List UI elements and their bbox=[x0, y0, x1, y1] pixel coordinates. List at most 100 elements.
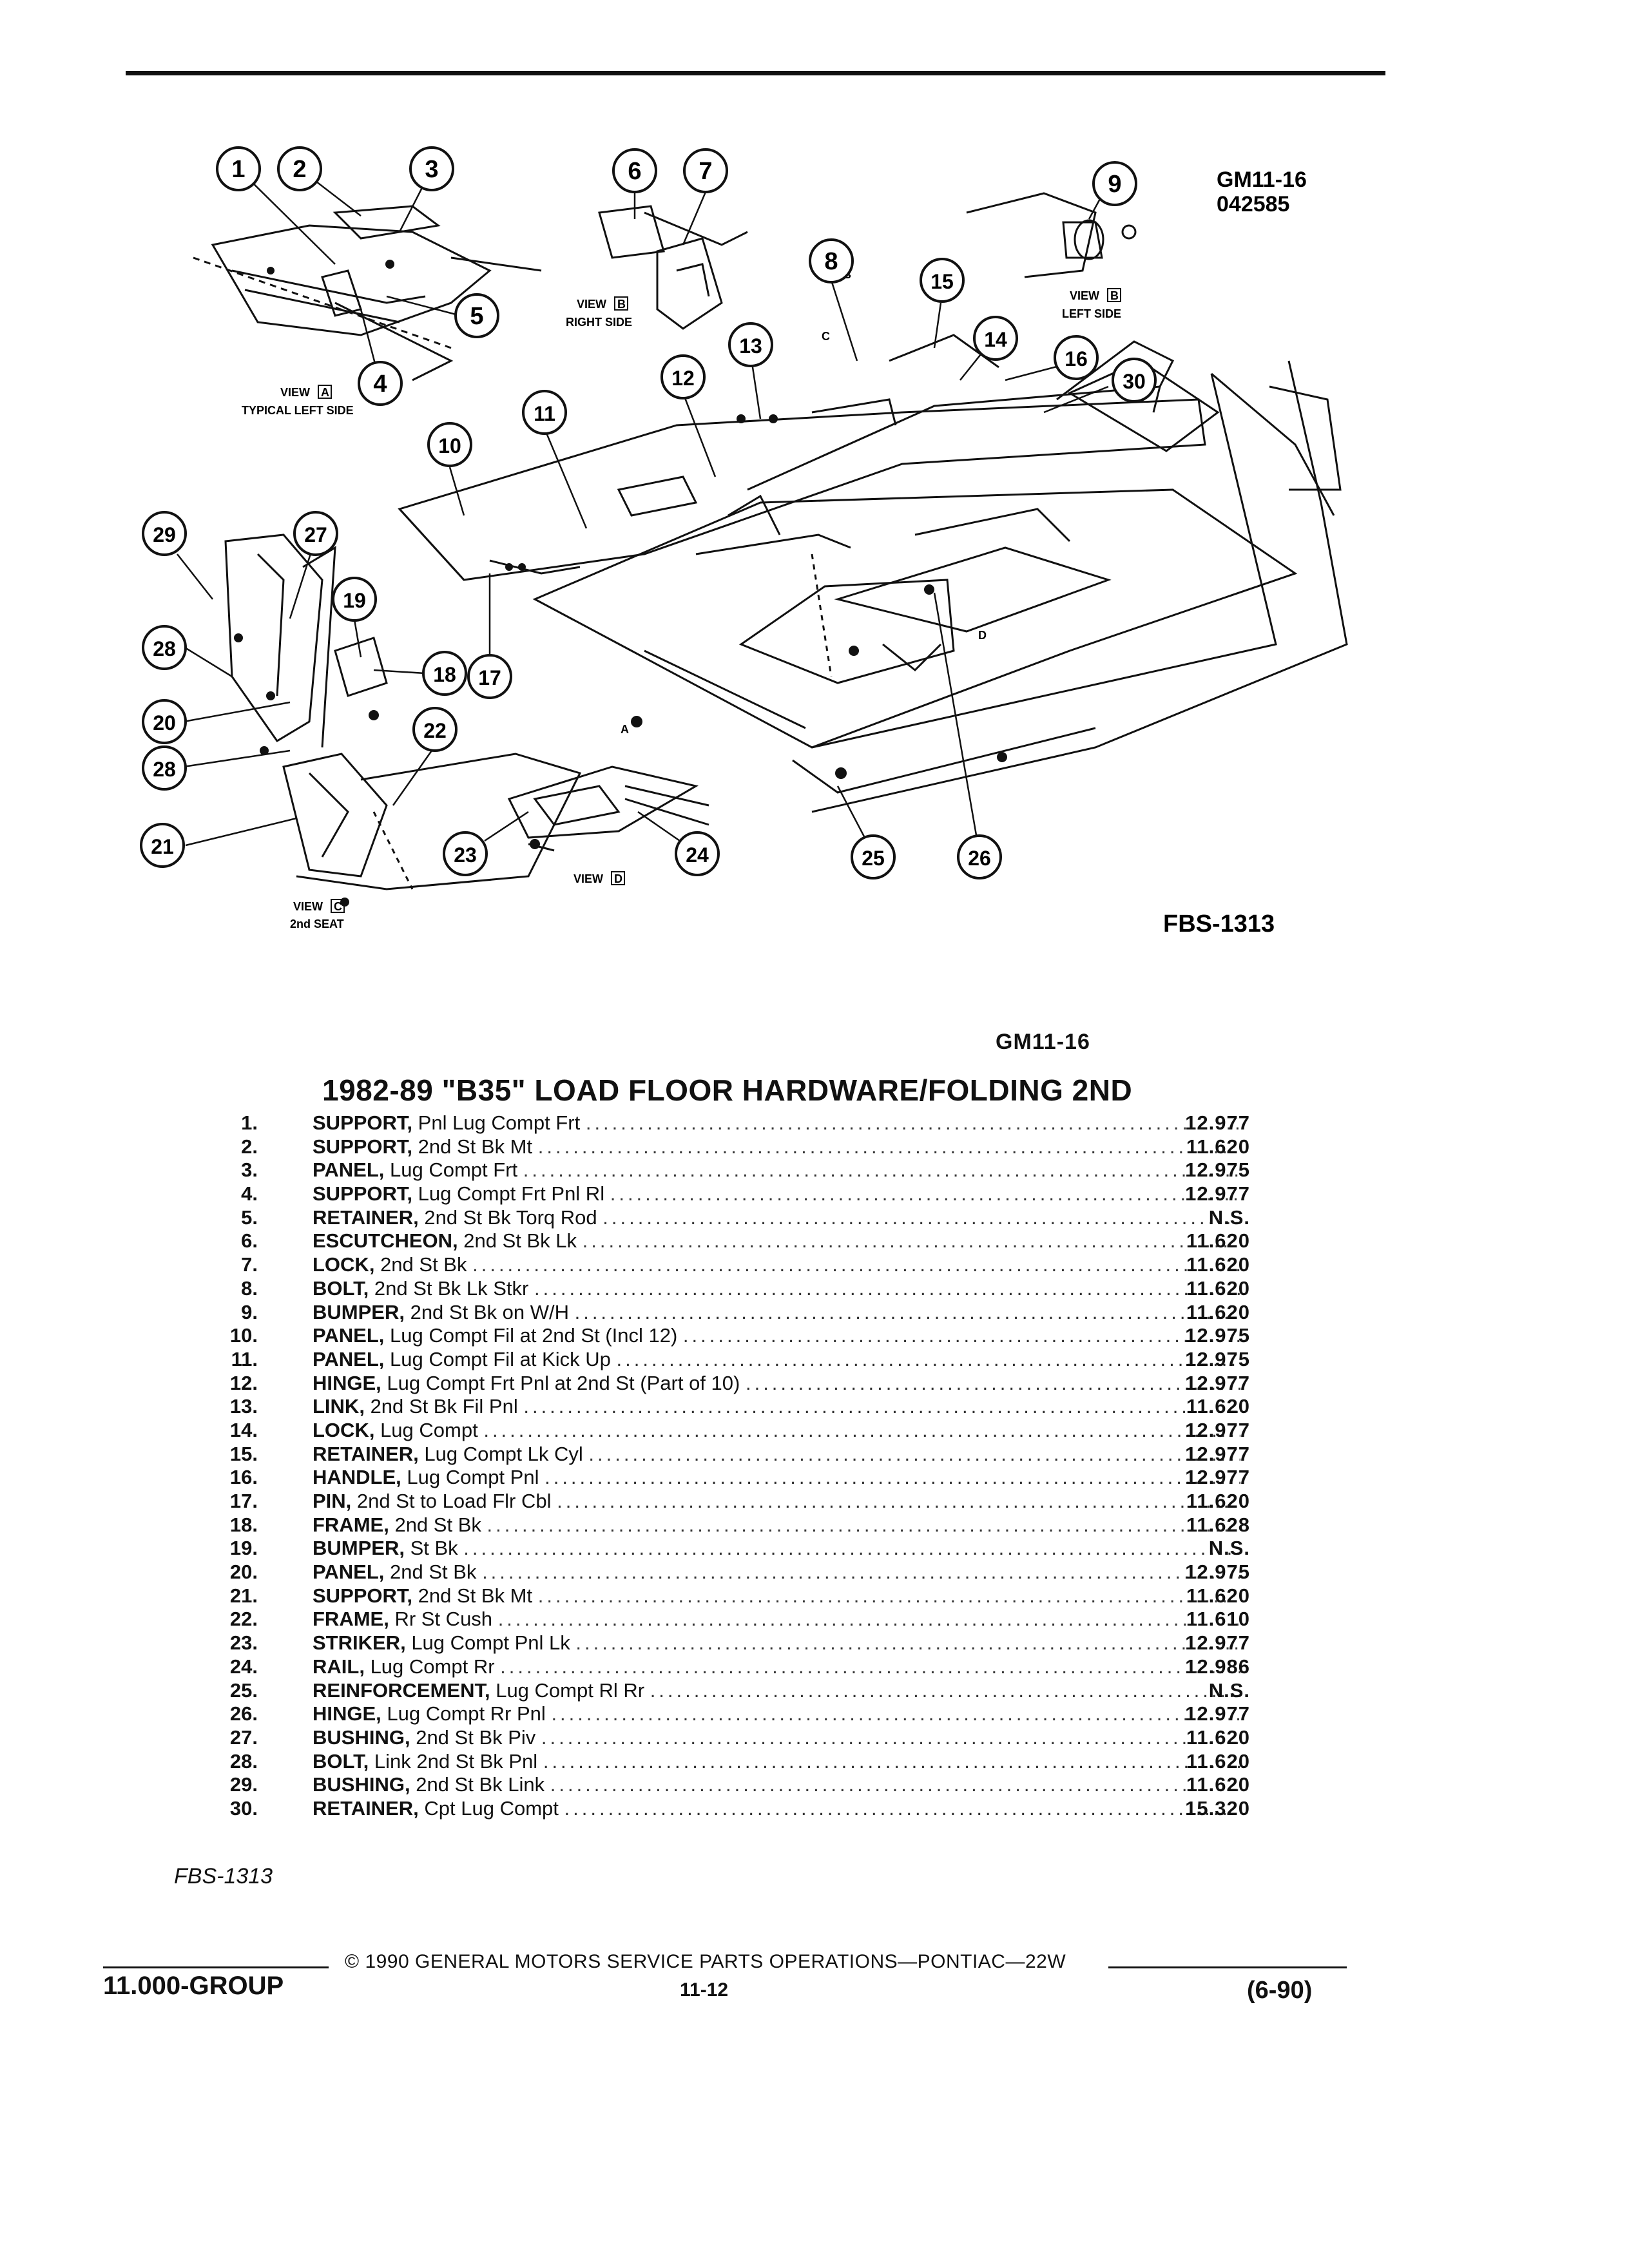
part-row: 30.RETAINER, Cpt Lug Compt .............… bbox=[161, 1796, 1249, 1821]
callout-number: 2 bbox=[293, 156, 306, 183]
leader-dots: ........................................… bbox=[564, 1796, 1240, 1820]
callout-circle bbox=[277, 146, 322, 191]
part-number: 8. bbox=[241, 1276, 258, 1300]
part-description: RETAINER, 2nd St Bk Torq Rod ...........… bbox=[313, 1206, 1240, 1229]
part-description: HINGE, Lug Compt Rr Pnl ................… bbox=[313, 1702, 1240, 1725]
callout-number: 6 bbox=[628, 158, 641, 185]
part-description: BUSHING, 2nd St Bk Piv .................… bbox=[313, 1726, 1240, 1749]
part-description: PANEL, Lug Compt Fil at Kick Up ........… bbox=[313, 1348, 1240, 1371]
part-number: 28. bbox=[229, 1749, 258, 1773]
part-description: PIN, 2nd St to Load Flr Cbl ............… bbox=[313, 1490, 1240, 1513]
leader-dots: ........................................… bbox=[574, 1300, 1240, 1323]
leader-dots: ........................................… bbox=[534, 1276, 1240, 1300]
callout-number: 20 bbox=[153, 711, 176, 735]
part-number: 20. bbox=[229, 1561, 258, 1584]
part-group-number: 11.620 bbox=[1186, 1253, 1250, 1276]
callout-circle bbox=[332, 577, 377, 622]
part-number: 1. bbox=[241, 1111, 258, 1134]
part-detail: Lug Compt Pnl bbox=[407, 1466, 539, 1489]
part-group-number: 12.975 bbox=[1185, 1324, 1250, 1347]
callout-circle bbox=[1112, 358, 1157, 403]
part-description: ESCUTCHEON, 2nd St Bk Lk ...............… bbox=[313, 1229, 1240, 1253]
callout-circle bbox=[467, 654, 512, 699]
part-number: 30. bbox=[229, 1796, 258, 1820]
leader-dots: ........................................… bbox=[543, 1749, 1240, 1773]
leader-dots: ........................................… bbox=[541, 1725, 1240, 1749]
part-row: 2.SUPPORT, 2nd St Bk Mt ................… bbox=[161, 1135, 1249, 1159]
callout-number: 28 bbox=[153, 637, 176, 660]
part-row: 23.STRIKER, Lug Compt Pnl Lk ...........… bbox=[161, 1631, 1249, 1655]
part-group-number: 12.977 bbox=[1185, 1466, 1250, 1489]
part-description: PANEL, 2nd St Bk .......................… bbox=[313, 1561, 1240, 1584]
list-footer-code: FBS-1313 bbox=[174, 1864, 273, 1888]
part-description: BUSHING, 2nd St Bk Link ................… bbox=[313, 1773, 1240, 1796]
part-name: BOLT, bbox=[313, 1749, 369, 1773]
part-description: LOCK, Lug Compt ........................… bbox=[313, 1419, 1240, 1442]
part-detail: 2nd St Bk bbox=[380, 1253, 467, 1276]
leader-dots: ........................................… bbox=[557, 1490, 1240, 1512]
part-group-number: N.S. bbox=[1208, 1537, 1250, 1560]
callout-circle bbox=[660, 354, 706, 399]
view-b-right-drawing bbox=[598, 205, 748, 330]
part-number: 23. bbox=[229, 1631, 258, 1655]
callout-circle bbox=[216, 146, 261, 191]
part-detail: Lug Compt Pnl Lk bbox=[411, 1631, 570, 1655]
view-a-letter: A bbox=[321, 386, 329, 399]
part-group-number: 12.975 bbox=[1185, 1347, 1250, 1370]
part-group-number: 11.620 bbox=[1186, 1725, 1250, 1749]
part-name: BUSHING, bbox=[313, 1725, 410, 1749]
part-number: 15. bbox=[229, 1442, 258, 1465]
callout-circle bbox=[358, 361, 403, 406]
callout-number: 7 bbox=[699, 158, 712, 185]
part-name: SUPPORT, bbox=[313, 1111, 413, 1134]
callout-number: 9 bbox=[1108, 171, 1121, 198]
callout-circle bbox=[422, 651, 467, 696]
part-number: 9. bbox=[241, 1300, 258, 1323]
part-detail: Rr St Cush bbox=[394, 1608, 493, 1631]
leader-dots: ........................................… bbox=[523, 1158, 1240, 1182]
part-name: RAIL, bbox=[313, 1655, 365, 1678]
footer-rule-right bbox=[1108, 1966, 1347, 1968]
section-code: GM11-16 bbox=[996, 1030, 1090, 1054]
part-name: BUMPER, bbox=[313, 1537, 405, 1560]
leader-dots: ........................................… bbox=[463, 1537, 1240, 1560]
view-captions: VIEW A TYPICAL LEFT SIDE VIEW B RIGHT SI… bbox=[242, 268, 1121, 930]
part-detail: St Bk bbox=[410, 1537, 458, 1560]
leader-dots: ........................................… bbox=[483, 1418, 1240, 1441]
part-group-number: 12.977 bbox=[1185, 1442, 1250, 1465]
callout-circle bbox=[920, 258, 965, 303]
callout-circle bbox=[142, 745, 187, 791]
callout-number: 10 bbox=[438, 434, 461, 457]
part-description: LINK, 2nd St Bk Fil Pnl ................… bbox=[313, 1395, 1240, 1418]
part-row: 10.PANEL, Lug Compt Fil at 2nd St (Incl … bbox=[161, 1324, 1249, 1348]
part-number: 24. bbox=[229, 1655, 258, 1678]
part-name: HINGE, bbox=[313, 1371, 381, 1394]
footer-rule-left bbox=[103, 1966, 329, 1968]
callout-number: 3 bbox=[425, 156, 438, 183]
callout-circle bbox=[140, 823, 185, 868]
part-row: 28.BOLT, Link 2nd St Bk Pnl ............… bbox=[161, 1749, 1249, 1774]
part-group-number: 11.620 bbox=[1186, 1773, 1250, 1796]
callout-circle bbox=[1092, 161, 1137, 206]
part-row: 12.HINGE, Lug Compt Frt Pnl at 2nd St (P… bbox=[161, 1371, 1249, 1396]
leader-dots: ........................................… bbox=[487, 1513, 1241, 1536]
part-detail: Lug Compt Frt bbox=[390, 1158, 518, 1182]
part-row: 3.PANEL, Lug Compt Frt .................… bbox=[161, 1158, 1249, 1182]
part-row: 20. PANEL, 2nd St Bk ....................… bbox=[161, 1561, 1249, 1584]
part-group-number: 12.977 bbox=[1185, 1702, 1250, 1725]
part-name: SUPPORT, bbox=[313, 1584, 413, 1607]
part-group-number: N.S. bbox=[1208, 1678, 1250, 1702]
callout-number: 16 bbox=[1065, 347, 1088, 370]
part-detail: 2nd St Bk on W/H bbox=[410, 1300, 569, 1323]
view-b-left-caption: LEFT SIDE bbox=[1062, 307, 1121, 320]
callout-circle bbox=[142, 511, 187, 556]
part-number: 26. bbox=[229, 1702, 258, 1725]
part-number: 21. bbox=[229, 1584, 258, 1607]
part-row: 27.BUSHING, 2nd St Bk Piv ..............… bbox=[161, 1726, 1249, 1750]
part-description: BUMPER, 2nd St Bk on W/H ...............… bbox=[313, 1301, 1240, 1324]
view-d-word: VIEW bbox=[574, 872, 603, 885]
part-row: 24.RAIL, Lug Compt Rr ..................… bbox=[161, 1655, 1249, 1679]
callout-number: 18 bbox=[433, 663, 456, 686]
part-number: 14. bbox=[229, 1418, 258, 1441]
